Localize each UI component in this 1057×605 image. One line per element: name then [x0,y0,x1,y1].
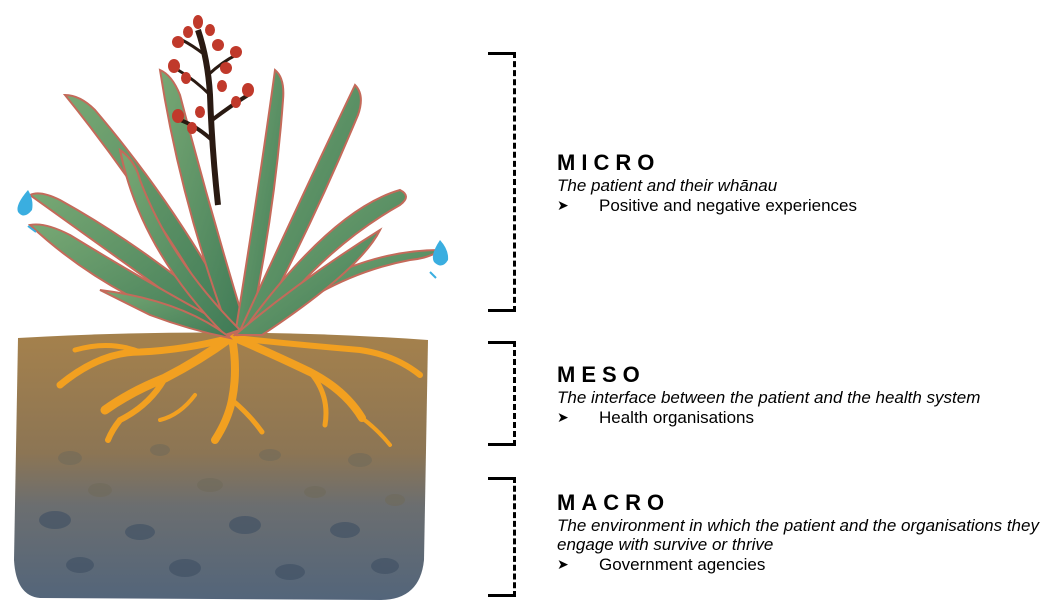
arrowhead-bullet-icon: ➤ [557,407,599,428]
arrowhead-bullet-icon: ➤ [557,554,599,575]
micro-title: MICRO [557,150,1052,176]
arrowhead-bullet-icon: ➤ [557,195,599,216]
flax-leaves [30,70,440,338]
meso-description: The interface between the patient and th… [557,388,1052,407]
micro-bullet-text: Positive and negative experiences [599,195,857,216]
meso-bullet: ➤ Health organisations [557,407,1052,428]
micro-bullet: ➤ Positive and negative experiences [557,195,1052,216]
meso-bullet-text: Health organisations [599,407,754,428]
meso-title: MESO [557,362,1052,388]
macro-bullet-text: Government agencies [599,554,765,575]
macro-bracket [488,477,518,597]
micro-description: The patient and their whānau [557,176,1052,195]
micro-level: MICRO The patient and their whānau ➤ Pos… [557,150,1052,216]
meso-bracket [488,341,518,446]
macro-level: MACRO The environment in which the patie… [557,490,1052,575]
meso-level: MESO The interface between the patient a… [557,362,1052,428]
micro-bracket [488,52,518,312]
macro-title: MACRO [557,490,1052,516]
flax-plant-illustration [0,0,470,605]
macro-bullet: ➤ Government agencies [557,554,1052,575]
macro-description: The environment in which the patient and… [557,516,1052,554]
